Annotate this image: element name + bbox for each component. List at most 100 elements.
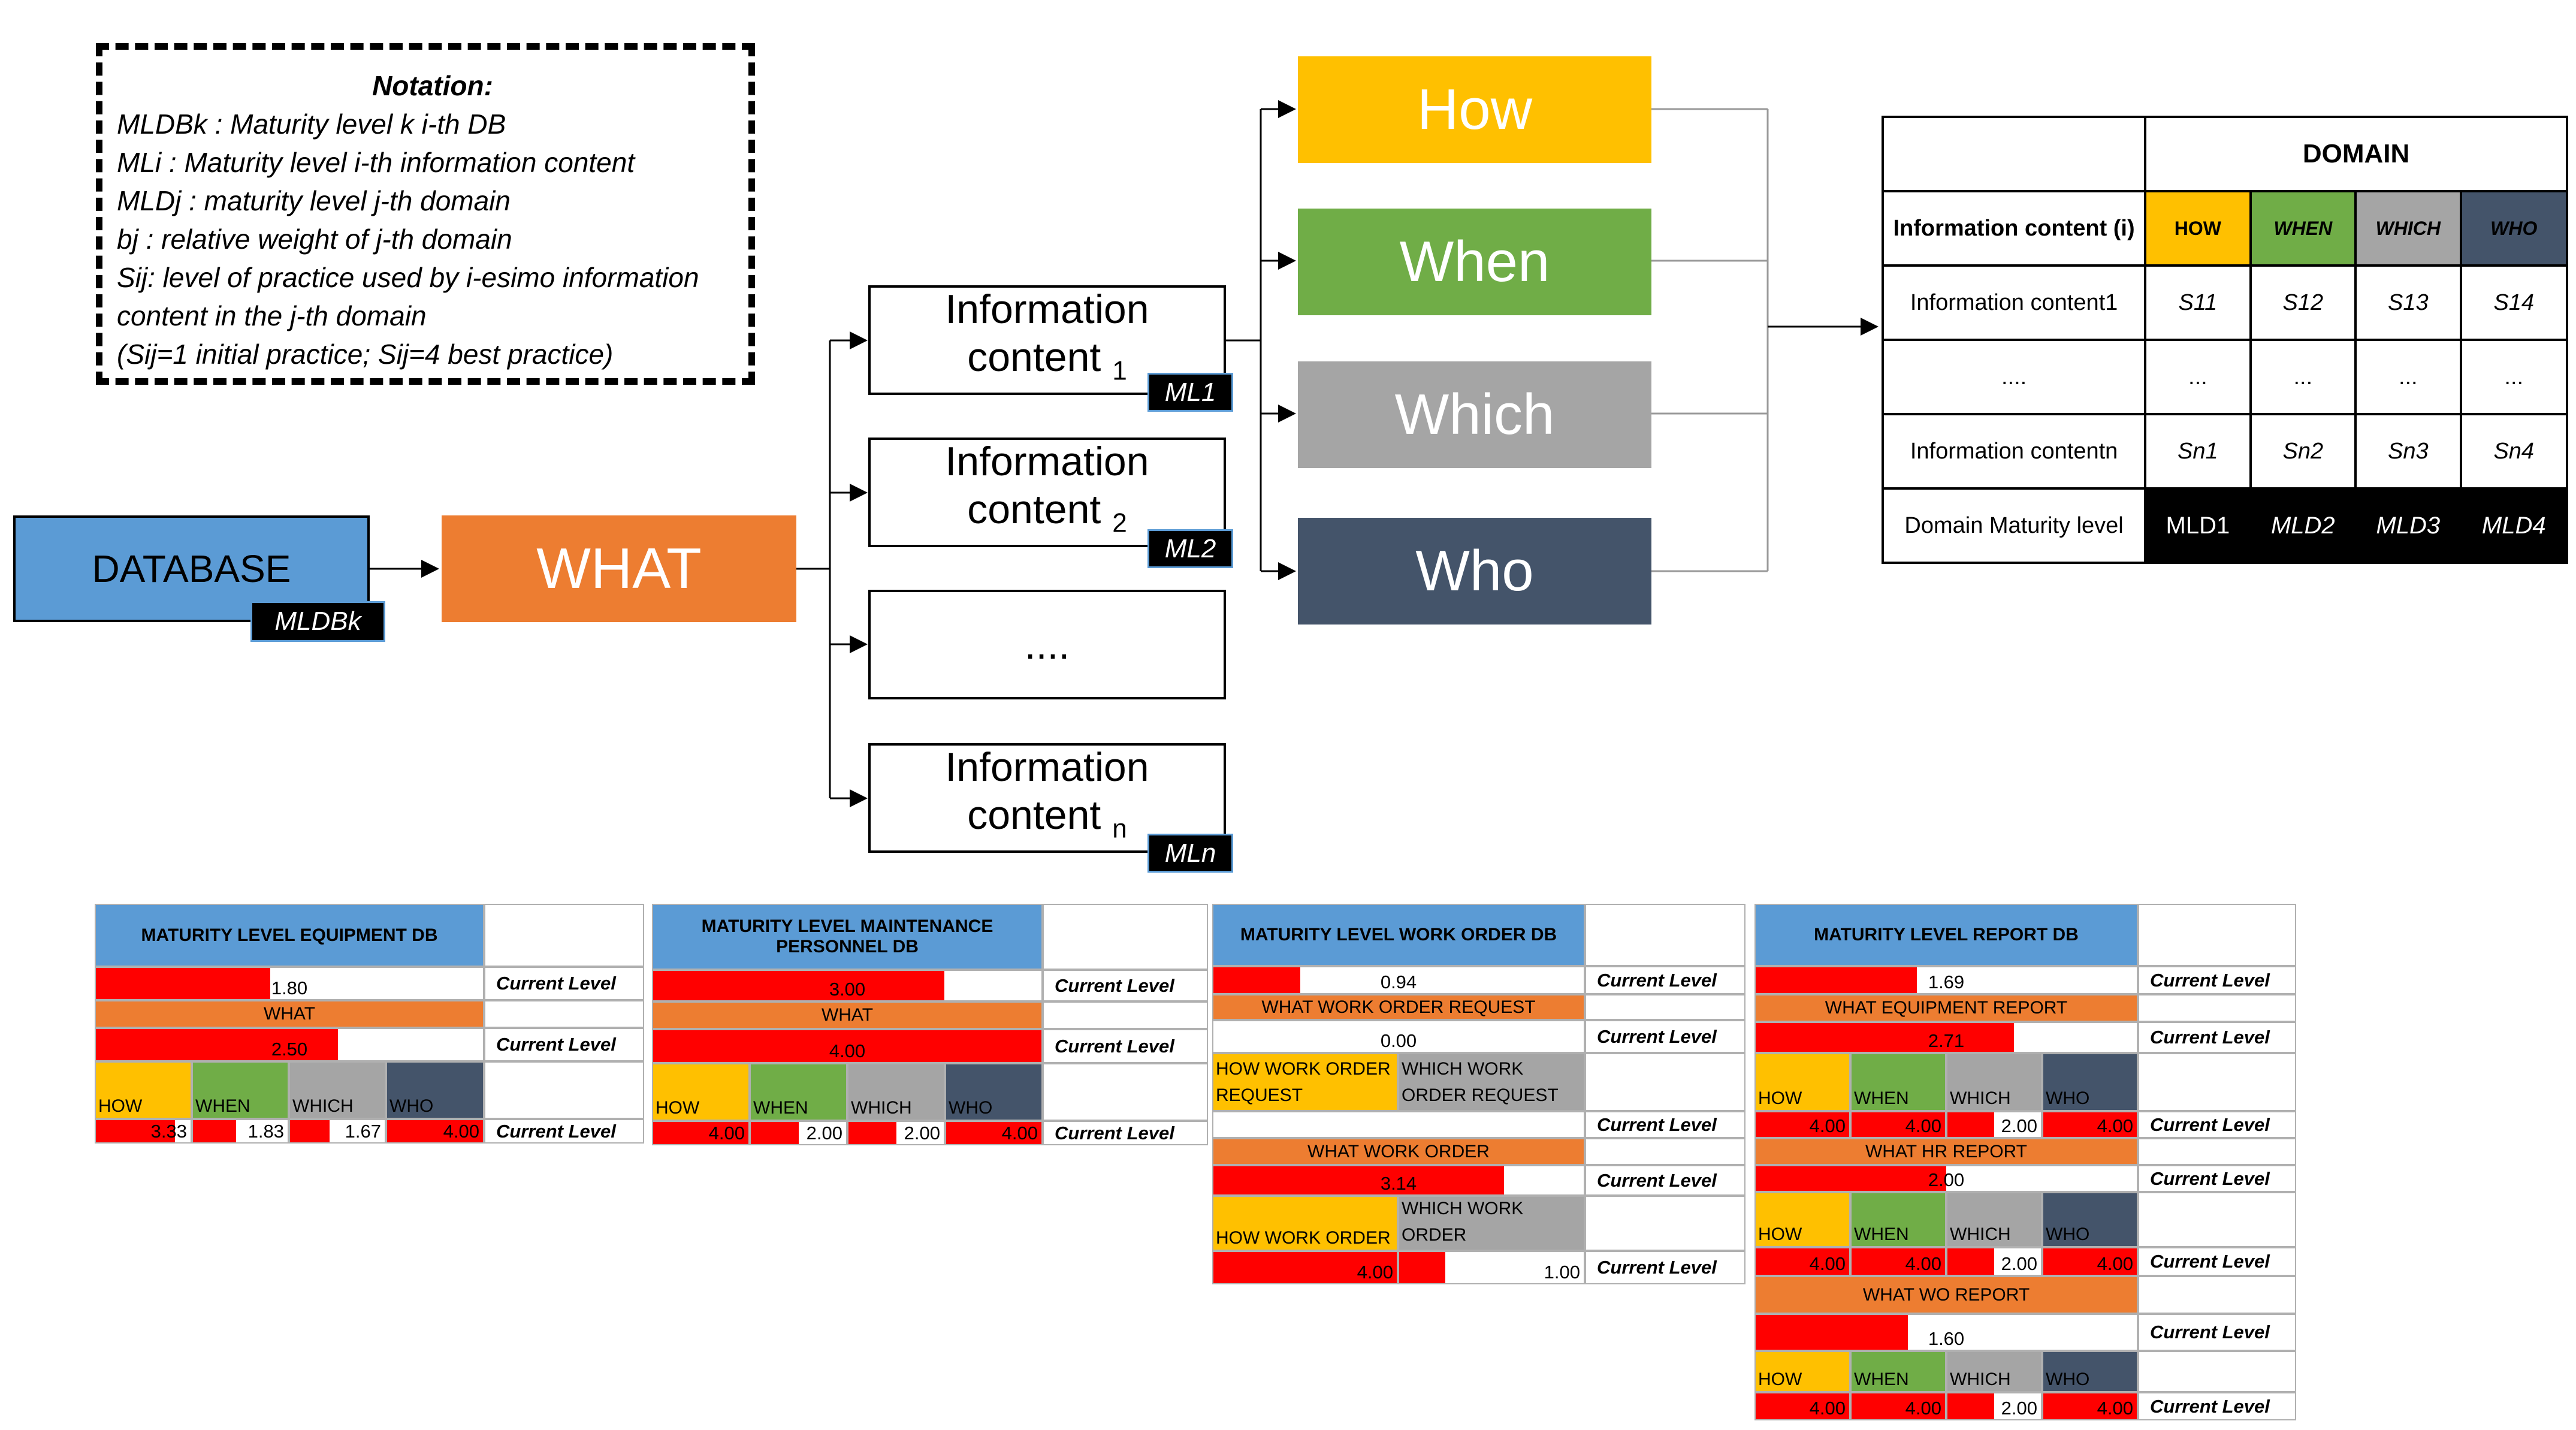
level-bar bbox=[96, 968, 270, 999]
domain-which-cell: WHICH WORK ORDER REQUEST bbox=[1398, 1053, 1585, 1111]
level-bar bbox=[1213, 1252, 1397, 1283]
domain-bar-cell: 3.33 bbox=[95, 1119, 192, 1144]
domain-row-label: Information content1 bbox=[1881, 264, 2147, 341]
level-value: 2.71 bbox=[1928, 1030, 1965, 1051]
domain-which-label: Which bbox=[1394, 382, 1555, 447]
domain-how-box: How bbox=[1298, 56, 1651, 163]
domain-who-cell: WHO bbox=[386, 1061, 484, 1119]
domain-when-cell: WHEN bbox=[1850, 1351, 1946, 1392]
level-bar bbox=[653, 1122, 748, 1144]
domain-bar-cell: 4.00 bbox=[945, 1121, 1043, 1145]
notation-line: MLi : Maturity level i-th information co… bbox=[117, 147, 635, 178]
ml2-tag: ML2 bbox=[1147, 529, 1233, 568]
current-level-label: Current Level bbox=[2138, 1392, 2296, 1420]
domain-bar-cell: 4.00 bbox=[1754, 1111, 1850, 1138]
level-bar bbox=[1852, 1248, 1945, 1275]
blank-cell bbox=[2138, 1053, 2296, 1111]
blank-cell bbox=[2138, 1138, 2296, 1165]
current-level-label: Current Level bbox=[1585, 1020, 1745, 1053]
notation-line: MLDj : maturity level j-th domain bbox=[117, 185, 511, 216]
database-tag: MLDBk bbox=[250, 601, 385, 642]
current-level-label: Current Level bbox=[2138, 1111, 2296, 1138]
current-level-label: Current Level bbox=[1043, 970, 1208, 1001]
domain-who-label: Who bbox=[1415, 539, 1534, 603]
domain-mld-cell: MLD3 bbox=[2354, 487, 2462, 564]
domain-how-cell: HOW bbox=[1754, 1053, 1850, 1111]
blank-cell bbox=[1585, 994, 1745, 1020]
current-level-label: Current Level bbox=[2138, 1314, 2296, 1351]
mln-tag: MLn bbox=[1147, 834, 1233, 873]
ml-tag-label: ML1 bbox=[1164, 377, 1216, 407]
domain-cell: Sn3 bbox=[2354, 413, 2462, 490]
info-content-label: Information bbox=[945, 286, 1149, 332]
level-value: 1.83 bbox=[247, 1121, 284, 1142]
ml1-tag: ML1 bbox=[1147, 373, 1233, 412]
current-level-label: Current Level bbox=[1585, 1251, 1745, 1284]
level-bar bbox=[1756, 1393, 1849, 1419]
blank-cell bbox=[1585, 904, 1745, 966]
level-value: 4.00 bbox=[708, 1123, 745, 1144]
database-box: DATABASE bbox=[13, 515, 370, 622]
blank-cell bbox=[1043, 1001, 1208, 1029]
blank-cell bbox=[1043, 904, 1208, 970]
notation-line: MLDBk : Maturity level k i-th DB bbox=[117, 108, 506, 140]
domain-mld-cell: MLD4 bbox=[2459, 487, 2569, 564]
level-value: 2.00 bbox=[2001, 1115, 2037, 1136]
domain-bar-cell: 1.83 bbox=[192, 1119, 289, 1144]
domain-how-cell: HOW bbox=[652, 1063, 750, 1121]
domain-bar-cell: 4.00 bbox=[1212, 1251, 1398, 1284]
blank-cell bbox=[1585, 1053, 1745, 1111]
info-content-ellipsis: .... bbox=[1024, 622, 1070, 668]
level-value: 4.00 bbox=[1809, 1398, 1846, 1419]
domain-which-cell: WHICH bbox=[847, 1063, 945, 1121]
maturity-table-title: MATURITY LEVEL EQUIPMENT DB bbox=[95, 904, 484, 967]
level-bar-cell: 3.00 bbox=[652, 970, 1043, 1001]
current-level-label: Current Level bbox=[484, 1119, 644, 1144]
domain-which-cell: WHICH WORK ORDER bbox=[1398, 1196, 1585, 1251]
level-bar-cell: 0.00 bbox=[1212, 1020, 1585, 1053]
domain-table: DOMAIN Information content (i) HOW WHEN … bbox=[1881, 116, 2569, 564]
info-content-label: content bbox=[967, 334, 1101, 380]
level-value: 4.00 bbox=[829, 1040, 866, 1061]
level-value: 4.00 bbox=[1905, 1253, 1941, 1274]
info-content-index: n bbox=[1112, 814, 1127, 844]
info-content-label: content bbox=[967, 486, 1101, 532]
level-bar bbox=[1852, 1393, 1945, 1419]
domain-bar-cell: 4.00 bbox=[1850, 1392, 1946, 1420]
domain-cell: S12 bbox=[2249, 264, 2357, 341]
level-bar bbox=[1756, 1112, 1849, 1137]
level-value: 3.33 bbox=[150, 1121, 187, 1142]
domain-row-label: .... bbox=[1881, 339, 2147, 415]
domain-col-when: WHEN bbox=[2249, 190, 2357, 267]
notation-line: (Sij=1 initial practice; Sij=4 best prac… bbox=[117, 339, 614, 370]
domain-row-label: Domain Maturity level bbox=[1881, 487, 2147, 564]
domain-bar-cell: 4.00 bbox=[1754, 1247, 1850, 1276]
domain-bar-cell: 4.00 bbox=[652, 1121, 750, 1145]
info-content-index: 1 bbox=[1112, 356, 1127, 386]
domain-cell: ... bbox=[2459, 339, 2569, 415]
maturity-workorder-table: MATURITY LEVEL WORK ORDER DB 0.94 Curren… bbox=[1212, 904, 1745, 1284]
level-bar bbox=[193, 1120, 237, 1142]
current-level-label: Current Level bbox=[2138, 1165, 2296, 1192]
level-bar bbox=[290, 1120, 330, 1142]
level-bar-cell: 1.69 bbox=[1754, 966, 2138, 994]
what-row: WHAT WORK ORDER bbox=[1212, 1138, 1585, 1165]
maturity-personnel-table: MATURITY LEVEL MAINTENANCE PERSONNEL DB … bbox=[652, 904, 1208, 1145]
domain-how-cell: HOW bbox=[1754, 1192, 1850, 1247]
level-value: 1.69 bbox=[1928, 972, 1965, 992]
level-bar bbox=[1947, 1248, 1994, 1275]
blank-bar-cell bbox=[1212, 1111, 1585, 1138]
level-value: 3.14 bbox=[1380, 1173, 1417, 1194]
maturity-equipment-table: MATURITY LEVEL EQUIPMENT DB 1.80 Current… bbox=[95, 904, 644, 1144]
level-bar bbox=[1399, 1252, 1445, 1283]
level-value: 3.00 bbox=[829, 979, 866, 1000]
level-value: 2.00 bbox=[1928, 1169, 1965, 1190]
domain-bar-cell: 2.00 bbox=[847, 1121, 945, 1145]
info-content-ellipsis-box: .... bbox=[868, 590, 1226, 699]
domain-bar-cell: 4.00 bbox=[2042, 1247, 2138, 1276]
level-bar-cell: 1.60 bbox=[1754, 1314, 2138, 1351]
domain-mld-cell: MLD1 bbox=[2144, 487, 2252, 564]
domain-how-cell: HOW bbox=[1754, 1351, 1850, 1392]
what-row: WHAT WO REPORT bbox=[1754, 1276, 2138, 1314]
domain-bar-cell: 2.00 bbox=[1946, 1247, 2042, 1276]
